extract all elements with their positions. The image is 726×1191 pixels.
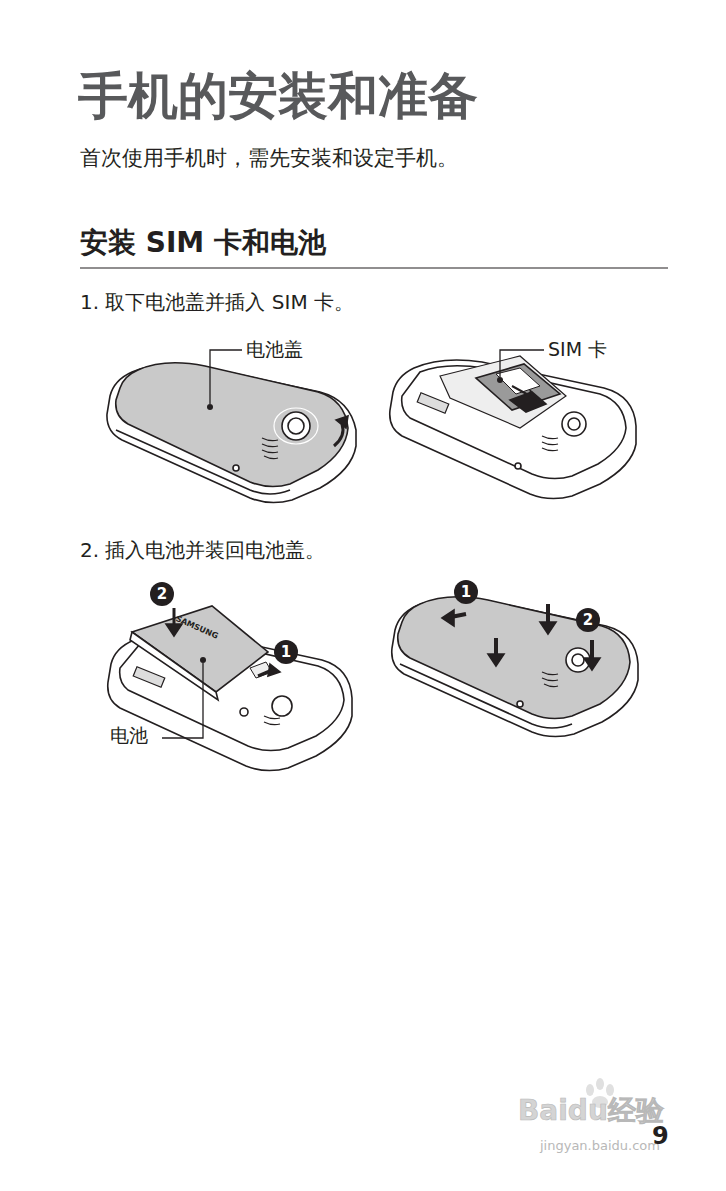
leader-line (210, 350, 242, 404)
part-name: SIM 卡 (548, 338, 607, 361)
callout-number: 1 (454, 580, 478, 604)
watermark: Baidu经验 (518, 1094, 664, 1128)
phone-battery (108, 606, 352, 771)
phone-with-cover (107, 363, 356, 503)
leader-line (500, 350, 544, 377)
section-heading: 安装 SIM 卡和电池 (80, 226, 326, 260)
step-text: 1. 取下电池盖并插入 SIM 卡。 (80, 290, 354, 314)
leader-line (162, 663, 203, 738)
intro-text: 首次使用手机时，需先安装和设定手机。 (80, 146, 458, 171)
phone-cover-closed (392, 597, 638, 737)
heading-rule (80, 267, 668, 268)
callout-number: 1 (274, 640, 298, 664)
step-text: 2. 插入电池并装回电池盖。 (80, 538, 325, 562)
callout-number: 2 (576, 608, 600, 632)
phone-open (390, 356, 636, 499)
part-name: 电池 (110, 724, 148, 747)
part-name: 电池盖 (246, 338, 303, 361)
watermark: jingyan.baidu.com (540, 1138, 660, 1154)
callout-number: 2 (150, 582, 174, 606)
page-number: 9 (652, 1122, 669, 1151)
page-title: 手机的安装和准备 (78, 66, 478, 126)
